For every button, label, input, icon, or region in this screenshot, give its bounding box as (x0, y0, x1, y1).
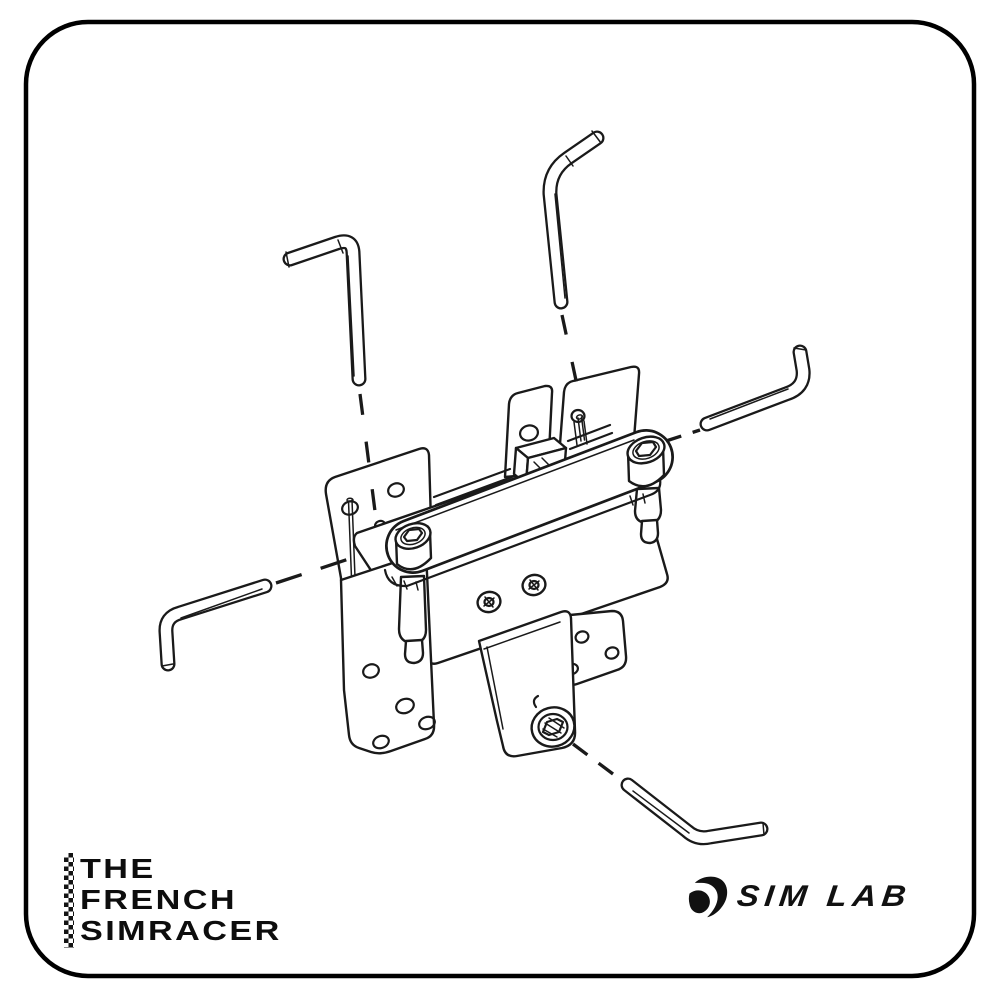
leader-top-center (560, 314, 582, 400)
tfs-line-3: SIMRACER (80, 915, 282, 946)
hex-key-top-center (542, 130, 605, 310)
socket-head-bolt-right (626, 435, 666, 488)
bottom-socket-screw (530, 694, 576, 748)
leader-bottom-right (572, 742, 622, 782)
mounting-bracket-assembly (324, 365, 674, 758)
tfs-line-1: THE (80, 853, 156, 884)
hex-socket-icon (634, 440, 658, 458)
hex-key-right (699, 344, 811, 432)
hex-key-bottom-right (620, 777, 769, 846)
tfs-line-2: FRENCH (80, 884, 237, 915)
leader-top-left (358, 393, 378, 520)
spacer-left (397, 574, 428, 665)
spacer-right (633, 486, 663, 545)
socket-head-bolt-left (394, 522, 433, 571)
sim-lab-swirl-icon (688, 876, 728, 918)
checkered-flag-strip-icon (64, 853, 74, 948)
hex-key-left (158, 578, 273, 672)
sim-lab-wordmark: SIM LAB (735, 880, 914, 913)
hex-key-top-left (282, 234, 367, 387)
the-french-simracer-logo: THE FRENCH SIMRACER (64, 853, 279, 948)
the-french-simracer-wordmark: THE FRENCH SIMRACER (80, 853, 282, 946)
hex-socket-icon (402, 527, 424, 543)
sim-lab-logo: SIM LAB (686, 873, 913, 921)
leader-right (665, 428, 701, 443)
clamp-bar (383, 429, 674, 591)
face-screw-left (476, 590, 502, 614)
leader-lines (275, 314, 701, 782)
face-screw-right (521, 573, 547, 597)
border-frame (23, 19, 977, 979)
leader-left (275, 554, 359, 585)
